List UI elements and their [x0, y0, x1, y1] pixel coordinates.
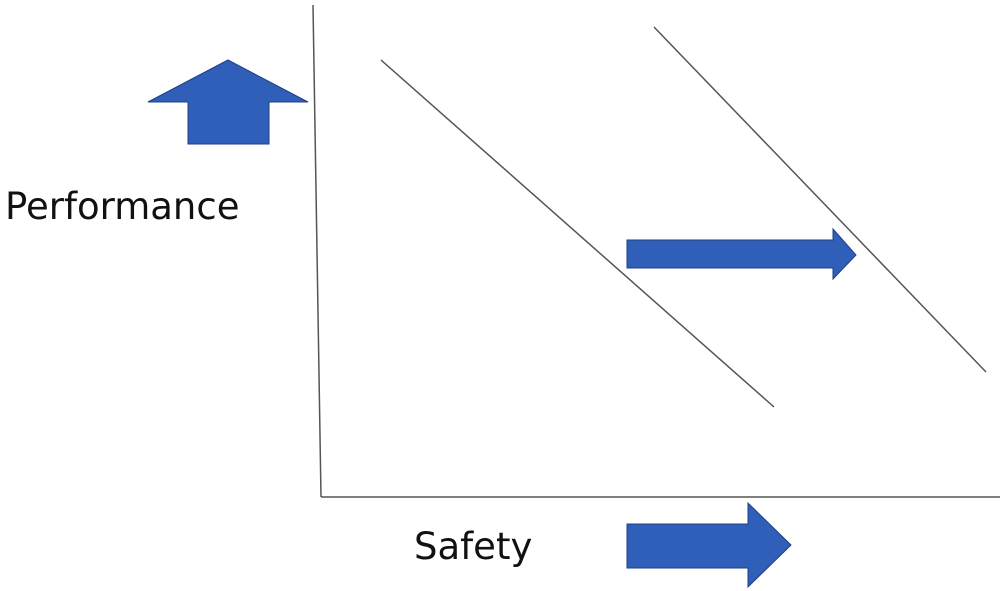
y-axis-label: Performance — [5, 185, 240, 228]
up-arrow-icon — [147, 59, 309, 145]
tradeoff-line-shifted — [653, 26, 987, 373]
y-axis-line — [312, 4, 322, 498]
tradeoff-line-original — [380, 59, 775, 408]
right-arrow-icon — [626, 501, 792, 589]
right-arrow-icon — [626, 227, 857, 281]
x-axis-label: Safety — [414, 525, 533, 568]
